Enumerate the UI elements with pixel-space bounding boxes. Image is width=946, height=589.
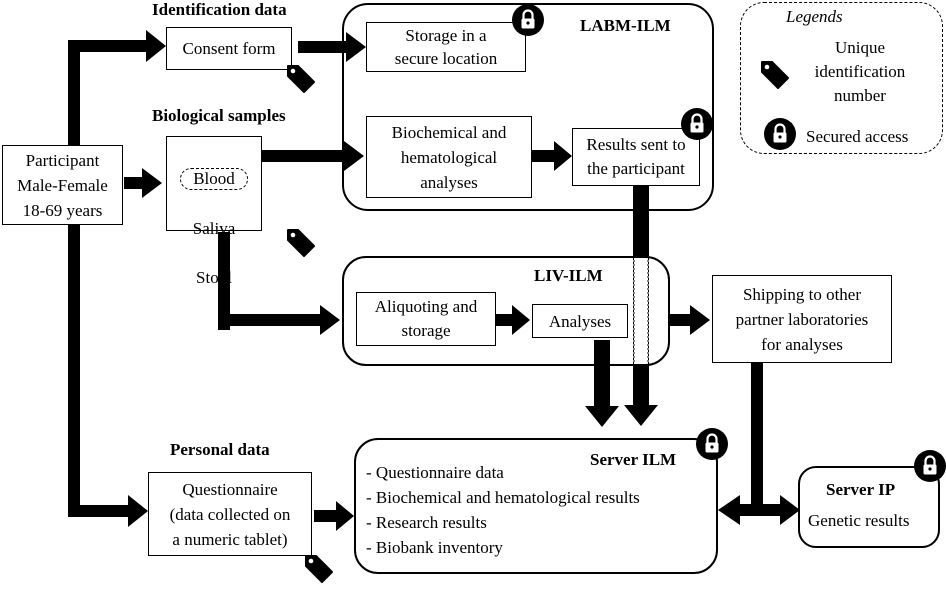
arrow-serverilm-serverip [738, 504, 782, 516]
arrow-blood-analyses [262, 150, 346, 162]
server-ilm-title: Server ILM [590, 450, 677, 469]
lock-icon [510, 2, 546, 38]
identification-data-header: Identification data [152, 0, 287, 19]
arrow-analyses-results [532, 150, 556, 162]
arrow-aliquot-analyses [496, 314, 514, 326]
arrow-to-questionnaire [68, 505, 130, 517]
participant-box: Participant Male-Female 18-69 years [2, 145, 123, 225]
lock-icon [762, 116, 798, 152]
server-ip-text: Genetic results [808, 511, 910, 530]
saliva-label: Saliva [192, 219, 236, 238]
server-ip-container [798, 466, 940, 548]
legend-box [740, 2, 943, 154]
stool-label: Stool [196, 268, 232, 287]
lock-icon [694, 426, 730, 462]
lock-icon [912, 448, 946, 484]
liv-analyses-box: Analyses [532, 304, 628, 338]
list-item: - Questionnaire data [366, 463, 504, 482]
arrow-to-samples [124, 177, 144, 189]
liv-ilm-container [342, 256, 670, 366]
tag-icon [287, 65, 315, 93]
lock-icon [679, 106, 715, 142]
tag-icon [761, 61, 789, 89]
questionnaire-box: Questionnaire (data collected on a numer… [148, 472, 312, 556]
server-ilm-list: - Questionnaire data - Biochemical and h… [366, 460, 640, 560]
list-item: - Biochemical and hematological results [366, 488, 640, 507]
consent-form-box: Consent form [166, 27, 292, 70]
tag-icon [287, 229, 315, 257]
server-ip-title: Server IP [826, 480, 896, 499]
tag-icon [305, 555, 333, 583]
arrow-shipping-serverip [751, 362, 763, 507]
biochemical-analyses-box: Biochemical and hematological analyses [366, 116, 532, 198]
arrow-analyses-server [594, 340, 610, 408]
shipping-box: Shipping to other partner laboratories f… [712, 275, 892, 363]
liv-ilm-title: LIV-ILM [534, 266, 603, 285]
arrow-stool-aliquoting [218, 232, 230, 330]
legend-title: Legends [786, 7, 843, 26]
legend-lock-label: Secured access [806, 127, 909, 146]
list-item: - Research results [366, 513, 487, 532]
arrow-consent-storage [298, 41, 348, 53]
arrow-to-consent [68, 40, 148, 52]
server-ilm-container [354, 438, 718, 574]
samples-box: Blood Saliva Stool [166, 136, 262, 287]
aliquoting-box: Aliquoting and storage [356, 292, 496, 346]
blood-label: Blood [180, 168, 248, 190]
arrow-analyses-shipping [668, 314, 692, 326]
list-item: - Biobank inventory [366, 538, 503, 557]
personal-data-header: Personal data [170, 440, 270, 459]
storage-box: Storage in a secure location [366, 22, 526, 72]
biological-samples-header: Biological samples [152, 106, 286, 125]
results-sent-box: Results sent to the participant [572, 128, 700, 186]
legend-tag-label: Unique identification number [814, 38, 906, 105]
arrow-questionnaire-server [314, 510, 338, 522]
labm-ilm-title: LABM-ILM [580, 16, 671, 35]
